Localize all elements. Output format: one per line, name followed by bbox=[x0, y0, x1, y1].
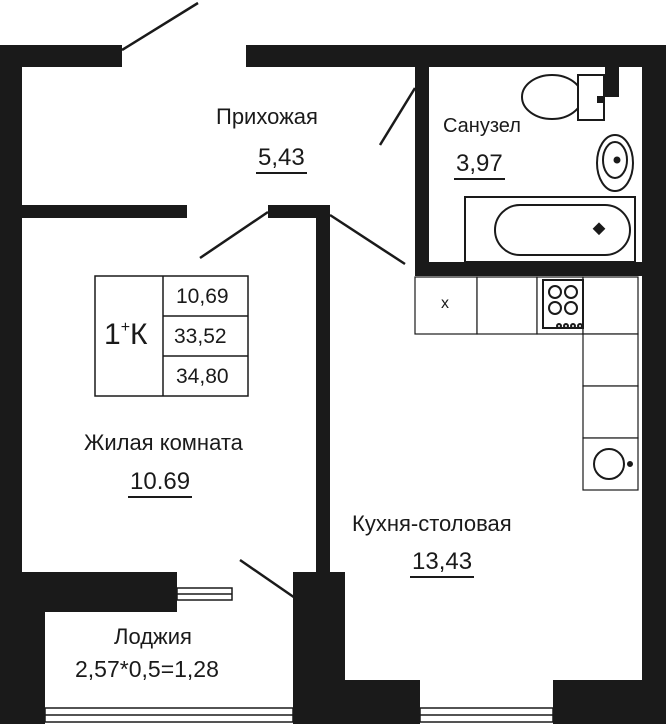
summary-total-area-loggia: 34,80 bbox=[176, 365, 229, 388]
kitchen-label: Кухня-столовая bbox=[352, 511, 512, 536]
apartment-type-letter: К bbox=[130, 318, 148, 351]
hallway-area: 5,43 bbox=[256, 144, 307, 174]
toilet bbox=[521, 74, 605, 121]
entrance-door bbox=[121, 1, 199, 52]
apartment-type-number: 1 bbox=[104, 318, 121, 351]
apartment-type-sup: + bbox=[120, 319, 131, 336]
loggia-label: Лоджия bbox=[114, 624, 192, 649]
washbasin bbox=[596, 134, 634, 192]
bathroom-label: Санузел bbox=[443, 115, 521, 137]
kitchen-door bbox=[329, 213, 406, 266]
fridge-mark: x bbox=[441, 295, 449, 312]
loggia-area: 2,57*0,5=1,28 bbox=[75, 656, 219, 682]
apartment-type: 1+К bbox=[104, 318, 148, 352]
bathroom-area: 3,97 bbox=[454, 150, 505, 180]
summary-box bbox=[94, 275, 249, 397]
living-room-label: Жилая комната bbox=[84, 430, 243, 455]
living-room-door bbox=[199, 210, 269, 260]
bathtub bbox=[464, 196, 636, 263]
summary-total-area: 33,52 bbox=[174, 325, 227, 348]
stove bbox=[542, 279, 584, 329]
loggia-door bbox=[239, 558, 299, 602]
summary-living-area: 10,69 bbox=[176, 285, 229, 308]
bathroom-door bbox=[378, 87, 417, 146]
kitchen-sink bbox=[593, 448, 633, 480]
living-room-area: 10.69 bbox=[128, 468, 193, 498]
walls bbox=[0, 45, 666, 724]
doors bbox=[121, 1, 417, 602]
windows bbox=[44, 587, 554, 723]
kitchen-area: 13,43 bbox=[410, 548, 475, 578]
hallway-label: Прихожая bbox=[216, 104, 318, 129]
